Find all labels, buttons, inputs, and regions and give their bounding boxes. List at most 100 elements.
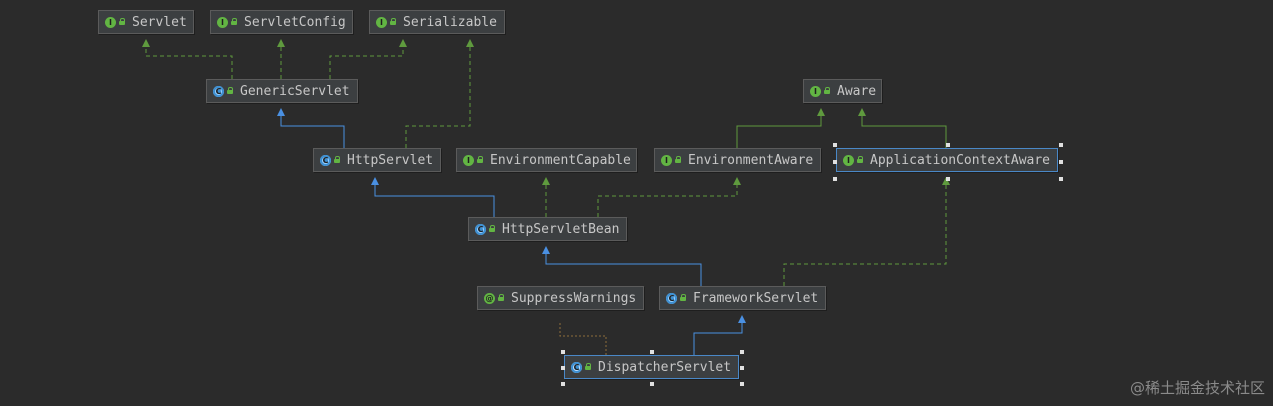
- node-label: SuppressWarnings: [511, 290, 637, 306]
- interface-icon: I: [810, 85, 821, 97]
- node-environmentaware[interactable]: I EnvironmentAware: [654, 148, 821, 172]
- selection-handle[interactable]: [650, 350, 654, 354]
- abstract-class-icon: C: [320, 154, 331, 166]
- lock-icon: [823, 87, 831, 95]
- selection-handle[interactable]: [833, 160, 837, 164]
- annotation-icon: @: [484, 292, 495, 304]
- edge-genericservlet-to-serializable: [329, 39, 407, 79]
- arrowhead-icon: [277, 39, 285, 47]
- selection-handle[interactable]: [1059, 160, 1063, 164]
- selection-handle[interactable]: [740, 366, 744, 370]
- node-servlet[interactable]: I Servlet: [98, 10, 194, 34]
- node-label: Serializable: [403, 14, 497, 30]
- node-label: HttpServlet: [347, 152, 434, 168]
- lock-icon: [674, 156, 682, 164]
- node-label: HttpServletBean: [502, 221, 620, 237]
- arrowhead-icon: [942, 177, 950, 185]
- arrowhead-icon: [542, 246, 550, 254]
- interface-icon: I: [463, 154, 474, 166]
- edge-httpservlet-to-serializable: [405, 39, 474, 148]
- abstract-class-icon: C: [475, 223, 486, 235]
- arrowhead-icon: [817, 108, 825, 116]
- edge-line: [145, 46, 233, 79]
- edge-dispatcherservlet-to-frameworkservlet: [693, 315, 746, 355]
- interface-icon: I: [843, 154, 854, 166]
- node-serializable[interactable]: I Serializable: [369, 10, 505, 34]
- interface-icon: I: [217, 16, 228, 28]
- edge-line: [405, 46, 471, 148]
- abstract-class-icon: C: [213, 85, 224, 97]
- node-frameworkservlet[interactable]: C FrameworkServlet: [659, 286, 826, 310]
- edge-dispatcherservlet-to-suppresswarnings: [559, 322, 607, 355]
- selection-handle[interactable]: [833, 143, 837, 147]
- node-label: EnvironmentCapable: [490, 152, 631, 168]
- edge-line: [374, 184, 495, 217]
- node-label: ApplicationContextAware: [870, 152, 1051, 168]
- selection-handle[interactable]: [561, 366, 565, 370]
- abstract-class-icon: C: [666, 292, 677, 304]
- edge-line: [861, 115, 947, 148]
- selection-handle[interactable]: [740, 382, 744, 386]
- arrowhead-icon: [371, 177, 379, 185]
- edge-line: [545, 253, 702, 286]
- class-icon: C: [571, 361, 582, 373]
- lock-icon: [584, 363, 592, 371]
- node-label: GenericServlet: [240, 83, 350, 99]
- node-label: Aware: [837, 83, 877, 99]
- lock-icon: [476, 156, 484, 164]
- edge-line: [559, 322, 607, 355]
- node-applicationcontextaware[interactable]: I ApplicationContextAware: [836, 148, 1058, 172]
- node-label: EnvironmentAware: [688, 152, 814, 168]
- watermark: @稀土掘金技术社区: [1129, 379, 1265, 397]
- interface-icon: I: [105, 16, 116, 28]
- edge-httpservletbean-to-httpservlet: [371, 177, 495, 217]
- edge-httpservletbean-to-environmentaware: [597, 177, 741, 217]
- selection-handle[interactable]: [1059, 143, 1063, 147]
- lock-icon: [389, 18, 397, 26]
- edge-frameworkservlet-to-httpservletbean: [542, 246, 702, 286]
- edge-applicationcontextaware-to-aware: [858, 108, 947, 148]
- node-label: Servlet: [132, 14, 187, 30]
- edge-httpservlet-to-genericservlet: [277, 108, 345, 148]
- edge-environmentaware-to-aware: [736, 108, 825, 148]
- selection-handle[interactable]: [833, 177, 837, 181]
- lock-icon: [230, 18, 238, 26]
- selection-handle[interactable]: [650, 382, 654, 386]
- lock-icon: [856, 156, 864, 164]
- arrowhead-icon: [466, 39, 474, 47]
- edge-line: [597, 184, 738, 217]
- edge-frameworkservlet-to-applicationcontextaware: [783, 177, 950, 286]
- selection-handle[interactable]: [1059, 177, 1063, 181]
- node-label: ServletConfig: [244, 14, 346, 30]
- selection-handle[interactable]: [946, 143, 950, 147]
- node-label: DispatcherServlet: [598, 359, 732, 375]
- node-suppresswarnings[interactable]: @ SuppressWarnings: [477, 286, 644, 310]
- selection-handle[interactable]: [740, 350, 744, 354]
- edge-line: [736, 115, 822, 148]
- node-genericservlet[interactable]: C GenericServlet: [206, 79, 358, 103]
- node-servletconfig[interactable]: I ServletConfig: [210, 10, 353, 34]
- node-label: FrameworkServlet: [693, 290, 819, 306]
- arrowhead-icon: [399, 39, 407, 47]
- node-dispatcherservlet[interactable]: C DispatcherServlet: [564, 355, 739, 379]
- edge-line: [329, 46, 404, 79]
- lock-icon: [226, 87, 234, 95]
- lock-icon: [497, 294, 505, 302]
- edge-httpservletbean-to-environmentcapable: [542, 177, 550, 217]
- lock-icon: [488, 225, 496, 233]
- node-environmentcapable[interactable]: I EnvironmentCapable: [456, 148, 637, 172]
- interface-icon: I: [661, 154, 672, 166]
- node-aware[interactable]: I Aware: [803, 79, 882, 103]
- arrowhead-icon: [733, 177, 741, 185]
- edge-genericservlet-to-servlet: [142, 39, 233, 79]
- arrowhead-icon: [738, 315, 746, 323]
- selection-handle[interactable]: [561, 382, 565, 386]
- node-httpservletbean[interactable]: C HttpServletBean: [468, 217, 627, 241]
- lock-icon: [118, 18, 126, 26]
- node-httpservlet[interactable]: C HttpServlet: [313, 148, 441, 172]
- selection-handle[interactable]: [946, 177, 950, 181]
- selection-handle[interactable]: [561, 350, 565, 354]
- lock-icon: [679, 294, 687, 302]
